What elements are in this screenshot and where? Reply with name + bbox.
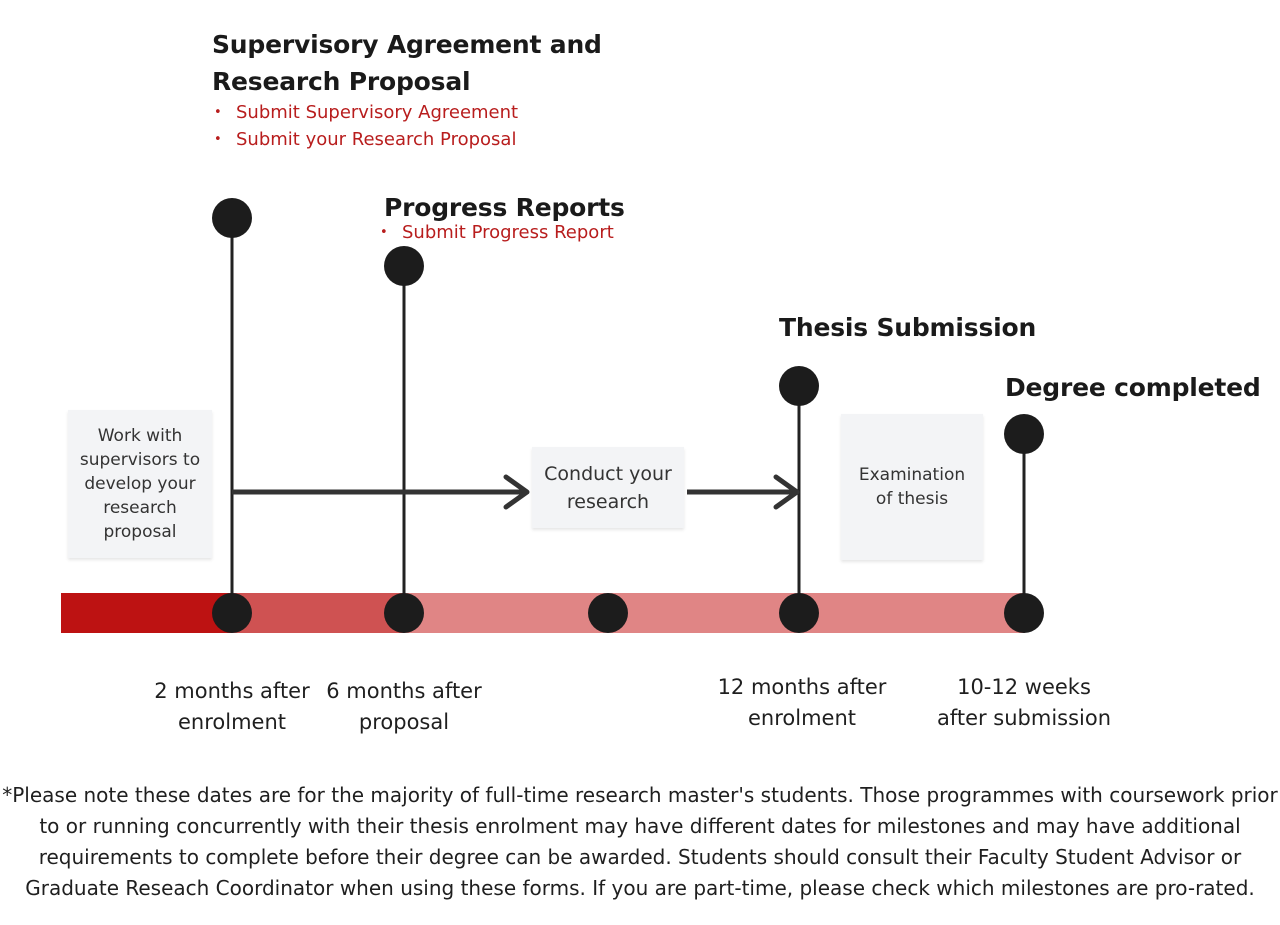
- task-item: Submit your Research Proposal: [212, 126, 518, 153]
- milestone-supervisory-title: Supervisory Agreement and Research Propo…: [212, 26, 602, 100]
- timepoint-line1: 6 months after: [326, 679, 482, 703]
- timepoint-line2: enrolment: [747, 706, 856, 730]
- timepoint-6-months: 6 months after proposal: [314, 676, 494, 738]
- footnote: *Please note these dates are for the maj…: [2, 783, 1278, 900]
- arrow-to-thesis-head: [773, 474, 800, 510]
- milestone-progress-title: Progress Reports: [384, 193, 625, 222]
- note-examination: Examination of thesis: [841, 414, 983, 560]
- timepoint-line1: 12 months after: [717, 675, 887, 699]
- note-work-with-supervisors: Work with supervisors to develop your re…: [68, 410, 212, 558]
- node-thesis-top: [779, 366, 819, 406]
- timepoint-2-months: 2 months after enrolment: [142, 676, 322, 738]
- timeline-bar-mid: [232, 593, 405, 633]
- node-bar-degree: [1004, 593, 1044, 633]
- node-progress-top: [384, 246, 424, 286]
- timepoint-line2: enrolment: [177, 710, 286, 734]
- timepoint-line1: 10-12 weeks: [957, 675, 1091, 699]
- milestone-degree-title: Degree completed: [1005, 373, 1261, 402]
- task-item: Submit Supervisory Agreement: [212, 99, 518, 126]
- milestone-thesis-title: Thesis Submission: [779, 313, 1037, 342]
- node-bar-2-months: [212, 593, 252, 633]
- milestone-supervisory-title-line1: Supervisory Agreement and: [212, 30, 602, 59]
- milestone-progress-tasks: Submit Progress Report: [378, 219, 614, 246]
- note-conduct-research: Conduct your research: [532, 447, 684, 528]
- arrow-to-research-head: [503, 474, 530, 510]
- timepoint-10-12-weeks: 10-12 weeks after submission: [924, 672, 1124, 734]
- node-bar-12-months: [779, 593, 819, 633]
- node-degree-top: [1004, 414, 1044, 454]
- timeline-bar-light: [404, 593, 1025, 633]
- node-bar-6-months: [384, 593, 424, 633]
- timepoint-line2: proposal: [358, 710, 450, 734]
- timeline-bar-dark: [61, 593, 233, 633]
- node-supervisory-top: [212, 198, 252, 238]
- timepoint-12-months: 12 months after enrolment: [700, 672, 904, 734]
- task-item: Submit Progress Report: [378, 219, 614, 246]
- node-bar-research: [588, 593, 628, 633]
- timepoint-line2: after submission: [936, 706, 1112, 730]
- timepoint-line1: 2 months after: [154, 679, 310, 703]
- milestone-supervisory-tasks: Submit Supervisory Agreement Submit your…: [212, 99, 518, 153]
- milestone-supervisory-title-line2: Research Proposal: [212, 67, 471, 96]
